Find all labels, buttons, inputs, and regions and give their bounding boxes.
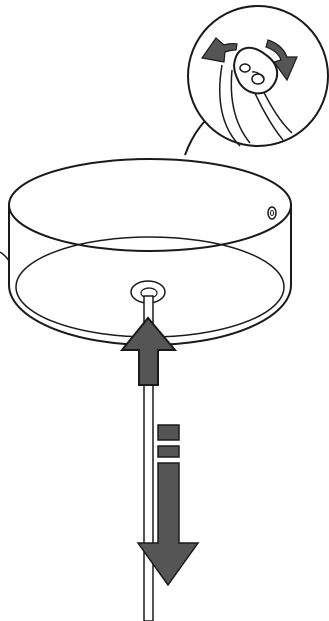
pull-down-arrow-icon bbox=[136, 424, 200, 587]
canopy-icon bbox=[8, 158, 292, 346]
cord-icon bbox=[143, 295, 154, 621]
rotate-arrow-icon bbox=[200, 37, 298, 82]
cord-clip-icon bbox=[219, 46, 293, 147]
push-up-arrow-icon bbox=[119, 316, 178, 386]
detail-magnifier bbox=[187, 5, 329, 147]
